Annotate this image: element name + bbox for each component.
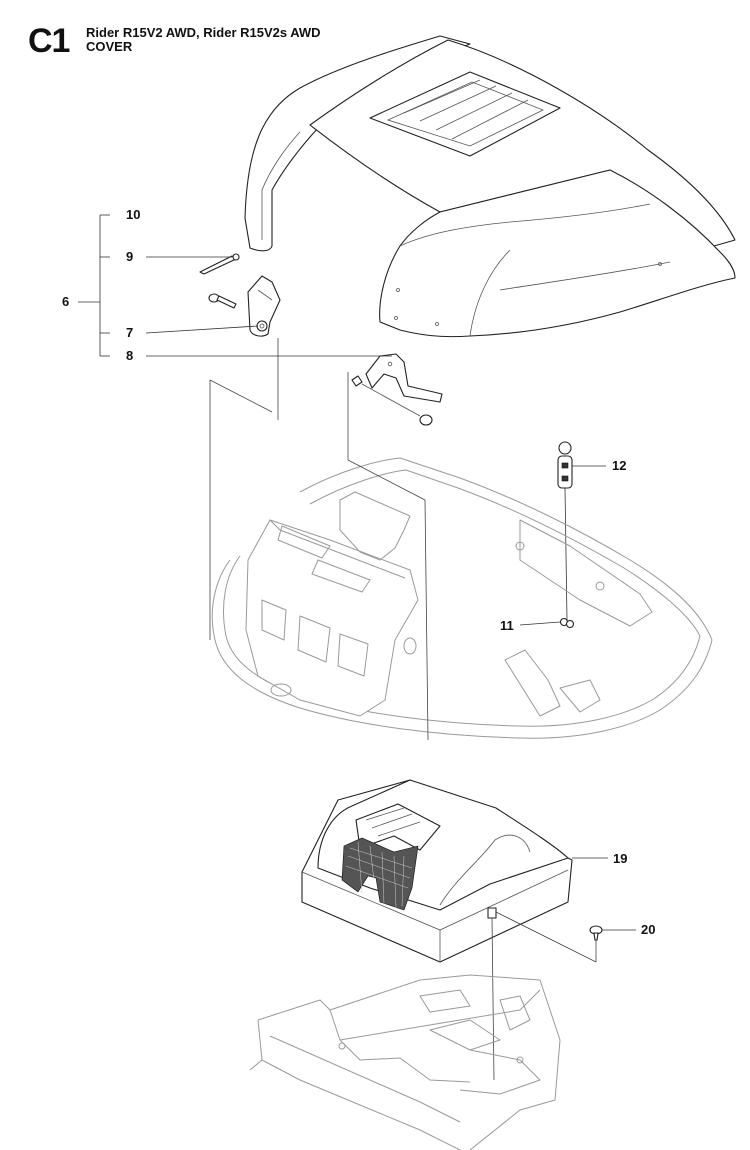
callout-leaders [78,214,636,931]
section-name: COVER [86,39,133,54]
callout-9: 9 [126,249,133,264]
callout-19: 19 [613,851,627,866]
callout-11: 11 [500,618,514,633]
callout-12: 12 [612,458,626,473]
callout-8: 8 [126,348,133,363]
section-code: C1 [28,22,70,60]
support-bracket-part[interactable] [351,353,443,426]
callout-10: 10 [126,207,140,222]
base-frame-reference [249,974,561,1150]
pin-part[interactable] [199,253,240,275]
clip-part[interactable] [559,617,575,629]
hood-cover[interactable] [244,35,736,338]
model-names: Rider R15V2 AWD, Rider R15V2s AWD [86,25,321,40]
callout-7: 7 [126,325,133,340]
callout-6: 6 [62,294,69,309]
callout-20: 20 [641,922,655,937]
hinge-bracket-part[interactable] [247,275,281,337]
assembly-guide-lines [209,338,429,741]
bolt-part[interactable] [208,293,237,309]
push-clip-part[interactable] [589,925,603,941]
lower-cover[interactable] [301,779,573,963]
latch-handle-part[interactable] [557,441,573,621]
chassis-frame-reference [211,457,713,739]
callout-labels: 10 9 6 7 8 12 11 19 20 [62,207,655,937]
